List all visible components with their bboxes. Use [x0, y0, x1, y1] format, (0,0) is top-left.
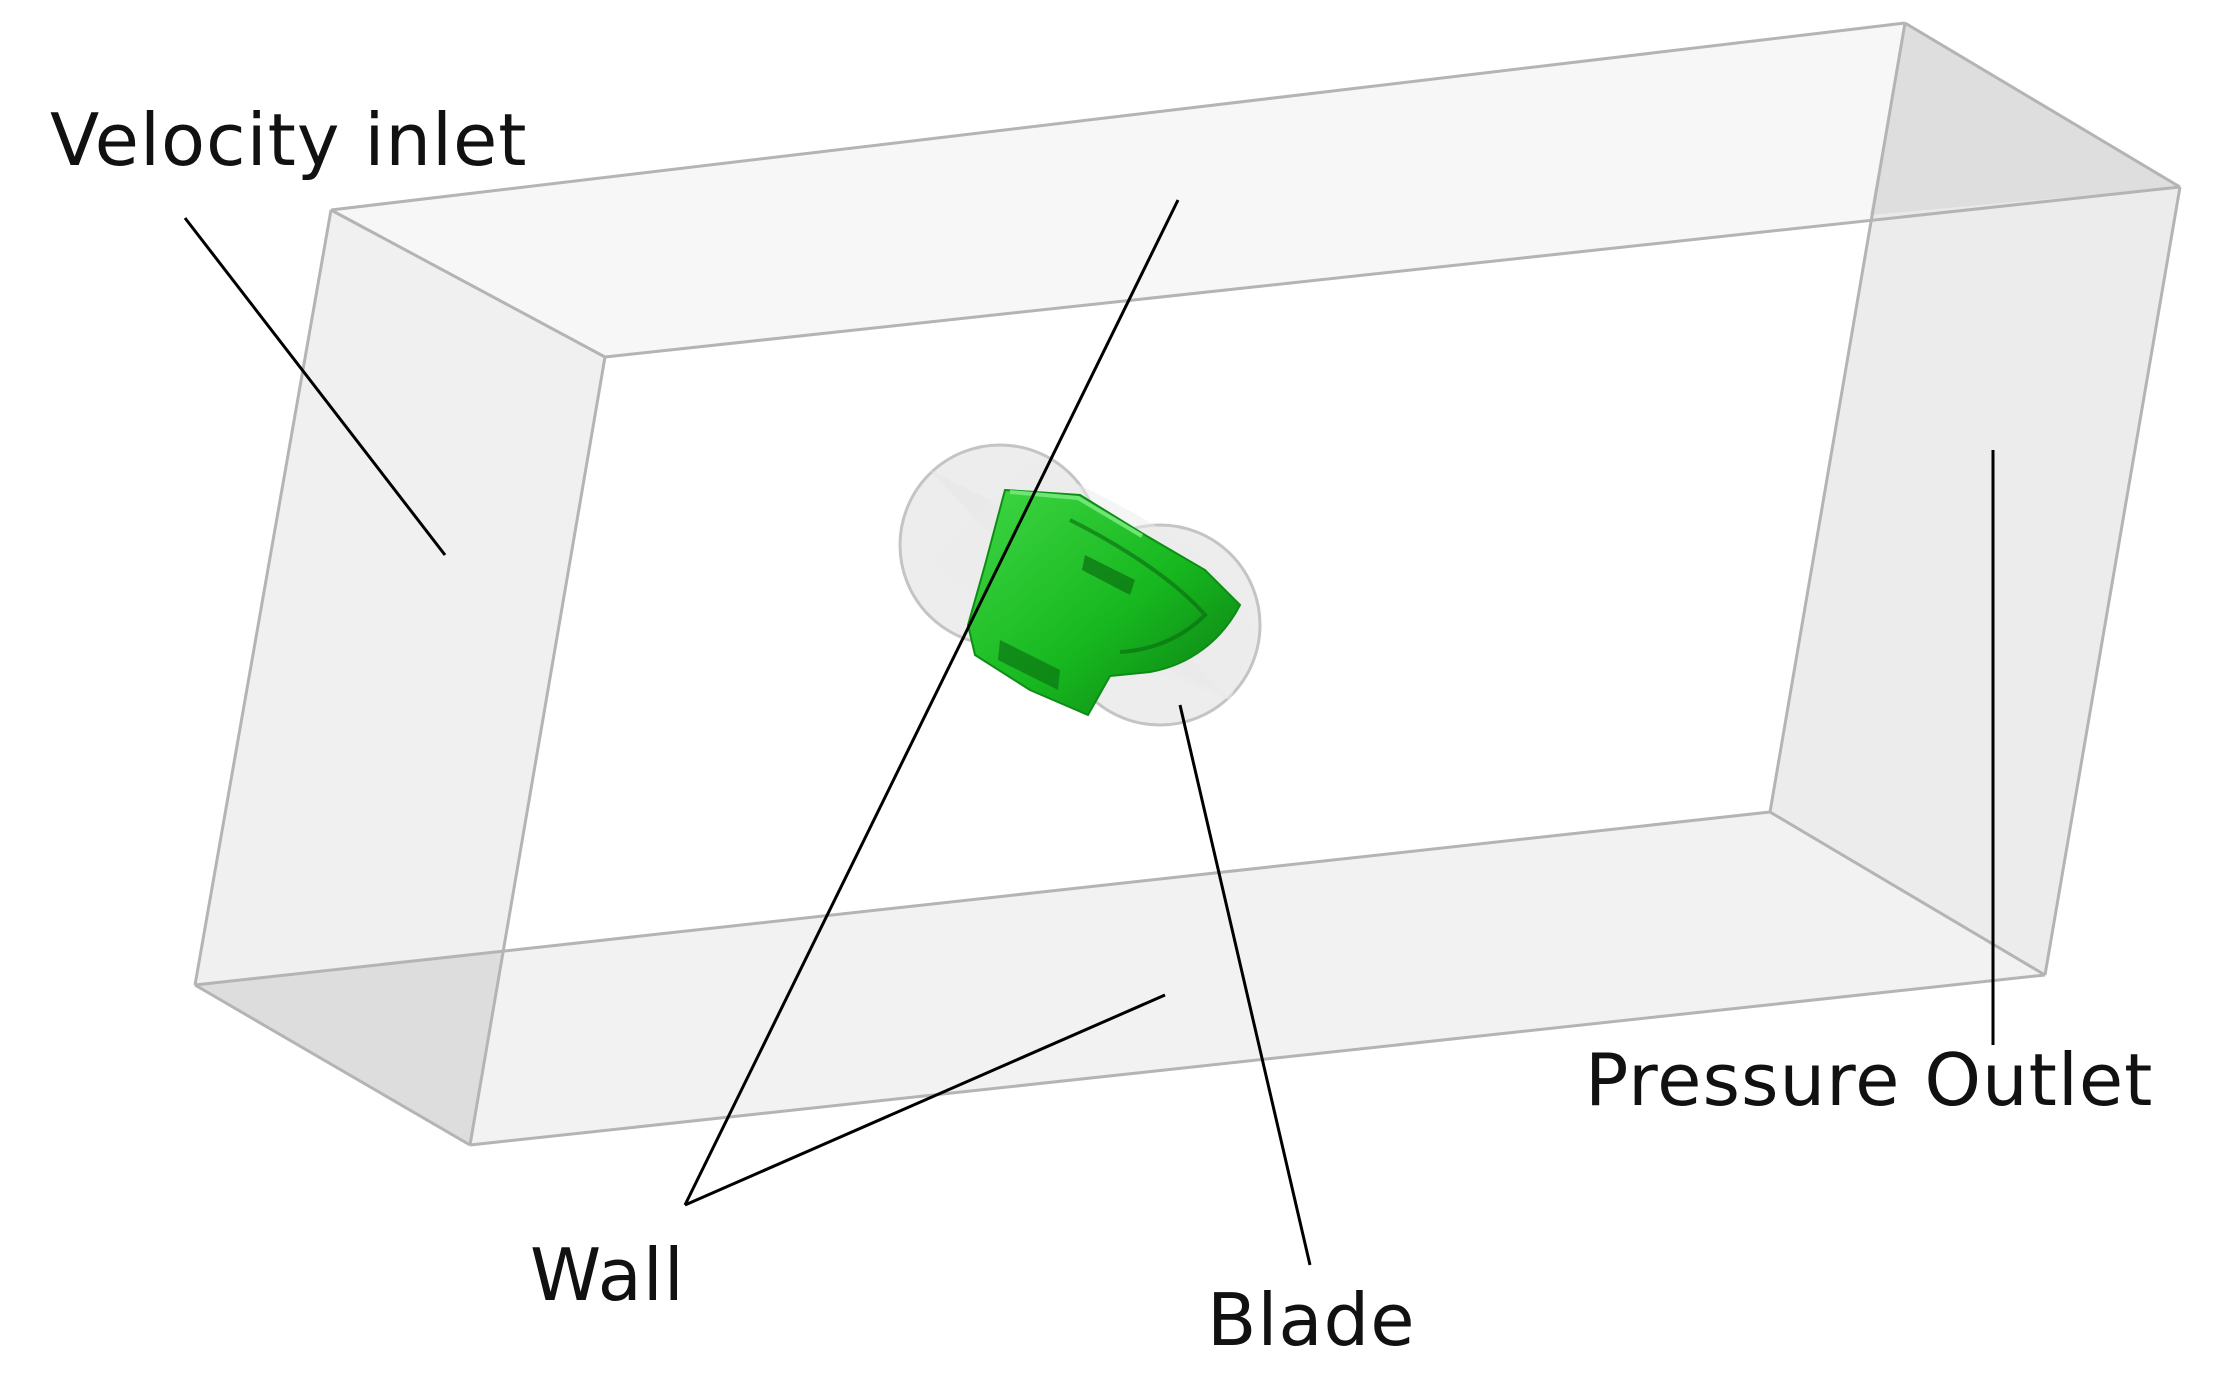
leader-wall-top [683, 199, 1180, 1206]
corner-shade-bottom-left [195, 950, 505, 1145]
blade-slot-1 [1082, 555, 1135, 595]
domain-faces [195, 23, 2180, 1145]
leader-velocity-inlet [183, 217, 447, 556]
leader-wall-bottom [684, 993, 1166, 1207]
top-face [331, 23, 2180, 357]
outlet-face [1770, 23, 2180, 975]
label-blade: Blade [1207, 1278, 1416, 1362]
inlet-face [195, 210, 605, 1145]
label-velocity-inlet: Velocity inlet [50, 98, 528, 182]
corner-shade-top-right [1870, 23, 2180, 215]
bottom-face [195, 812, 2045, 1145]
blade-inner-curve [1069, 518, 1208, 654]
domain-edges [193, 21, 2182, 1147]
labels: Velocity inlet Wall Blade Pressure Outle… [50, 98, 2153, 1362]
leader-blade [1178, 704, 1312, 1266]
label-wall: Wall [530, 1233, 685, 1317]
label-pressure-outlet: Pressure Outlet [1585, 1038, 2153, 1122]
blade-slot-2 [998, 640, 1060, 690]
leader-lines [183, 199, 1995, 1266]
